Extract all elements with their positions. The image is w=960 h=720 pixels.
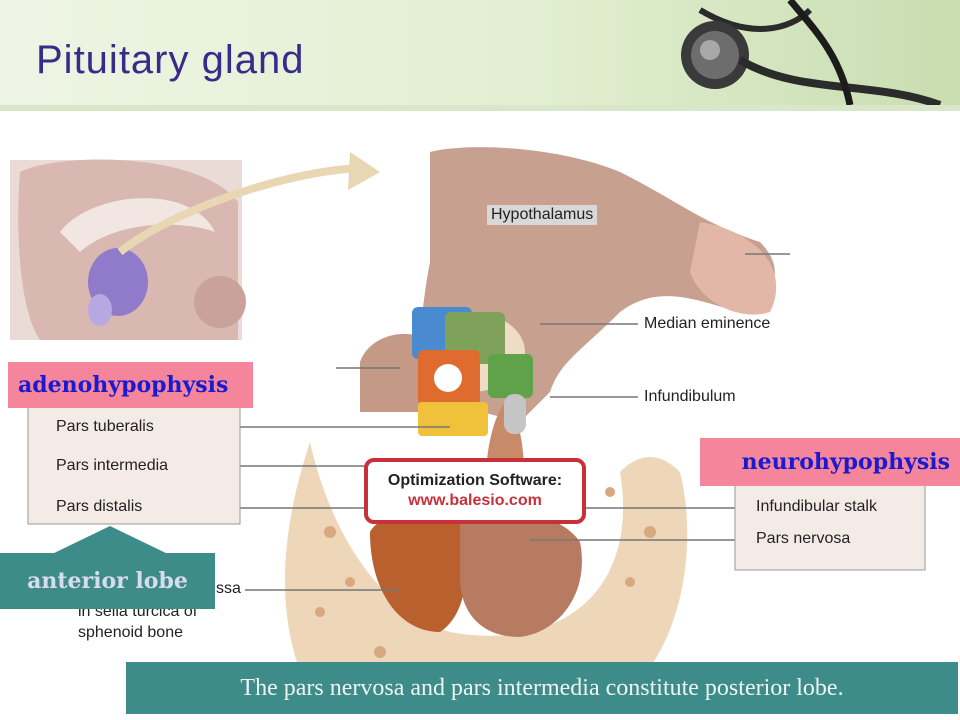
slide-header: Pituitary gland bbox=[0, 0, 960, 111]
watermark-box: Optimization Software: www.balesio.com bbox=[364, 458, 586, 524]
watermark-line2: www.balesio.com bbox=[408, 492, 542, 509]
label-sphenoid-bone: sphenoid bone bbox=[78, 624, 183, 641]
label-fossa-partial: ssa bbox=[216, 580, 241, 597]
up-arrow-icon bbox=[50, 526, 170, 556]
label-pars-distalis: Pars distalis bbox=[56, 498, 143, 515]
label-hypothalamus: Hypothalamus bbox=[487, 205, 598, 225]
label-pars-nervosa: Pars nervosa bbox=[756, 530, 851, 547]
label-infundibulum: Infundibulum bbox=[644, 388, 736, 405]
caption-banner: The pars nervosa and pars intermedia con… bbox=[126, 662, 958, 714]
label-median-eminence: Median eminence bbox=[644, 315, 771, 332]
label-pars-intermedia: Pars intermedia bbox=[56, 457, 169, 474]
tag-neurohypophysis: neurohypophysis bbox=[700, 438, 960, 486]
stethoscope-icon bbox=[681, 0, 942, 105]
watermark-line1: Optimization Software: bbox=[387, 472, 563, 489]
tag-adenohypophysis: adenohypophysis bbox=[8, 362, 253, 408]
pituitary-diagram bbox=[10, 147, 926, 712]
label-pars-tuberalis: Pars tuberalis bbox=[56, 418, 154, 435]
tag-anterior-lobe: anterior lobe bbox=[0, 553, 215, 609]
label-infundibular-stalk: Infundibular stalk bbox=[756, 498, 877, 515]
brain-inset-illustration bbox=[10, 152, 380, 340]
slide-title: Pituitary gland bbox=[36, 38, 305, 82]
